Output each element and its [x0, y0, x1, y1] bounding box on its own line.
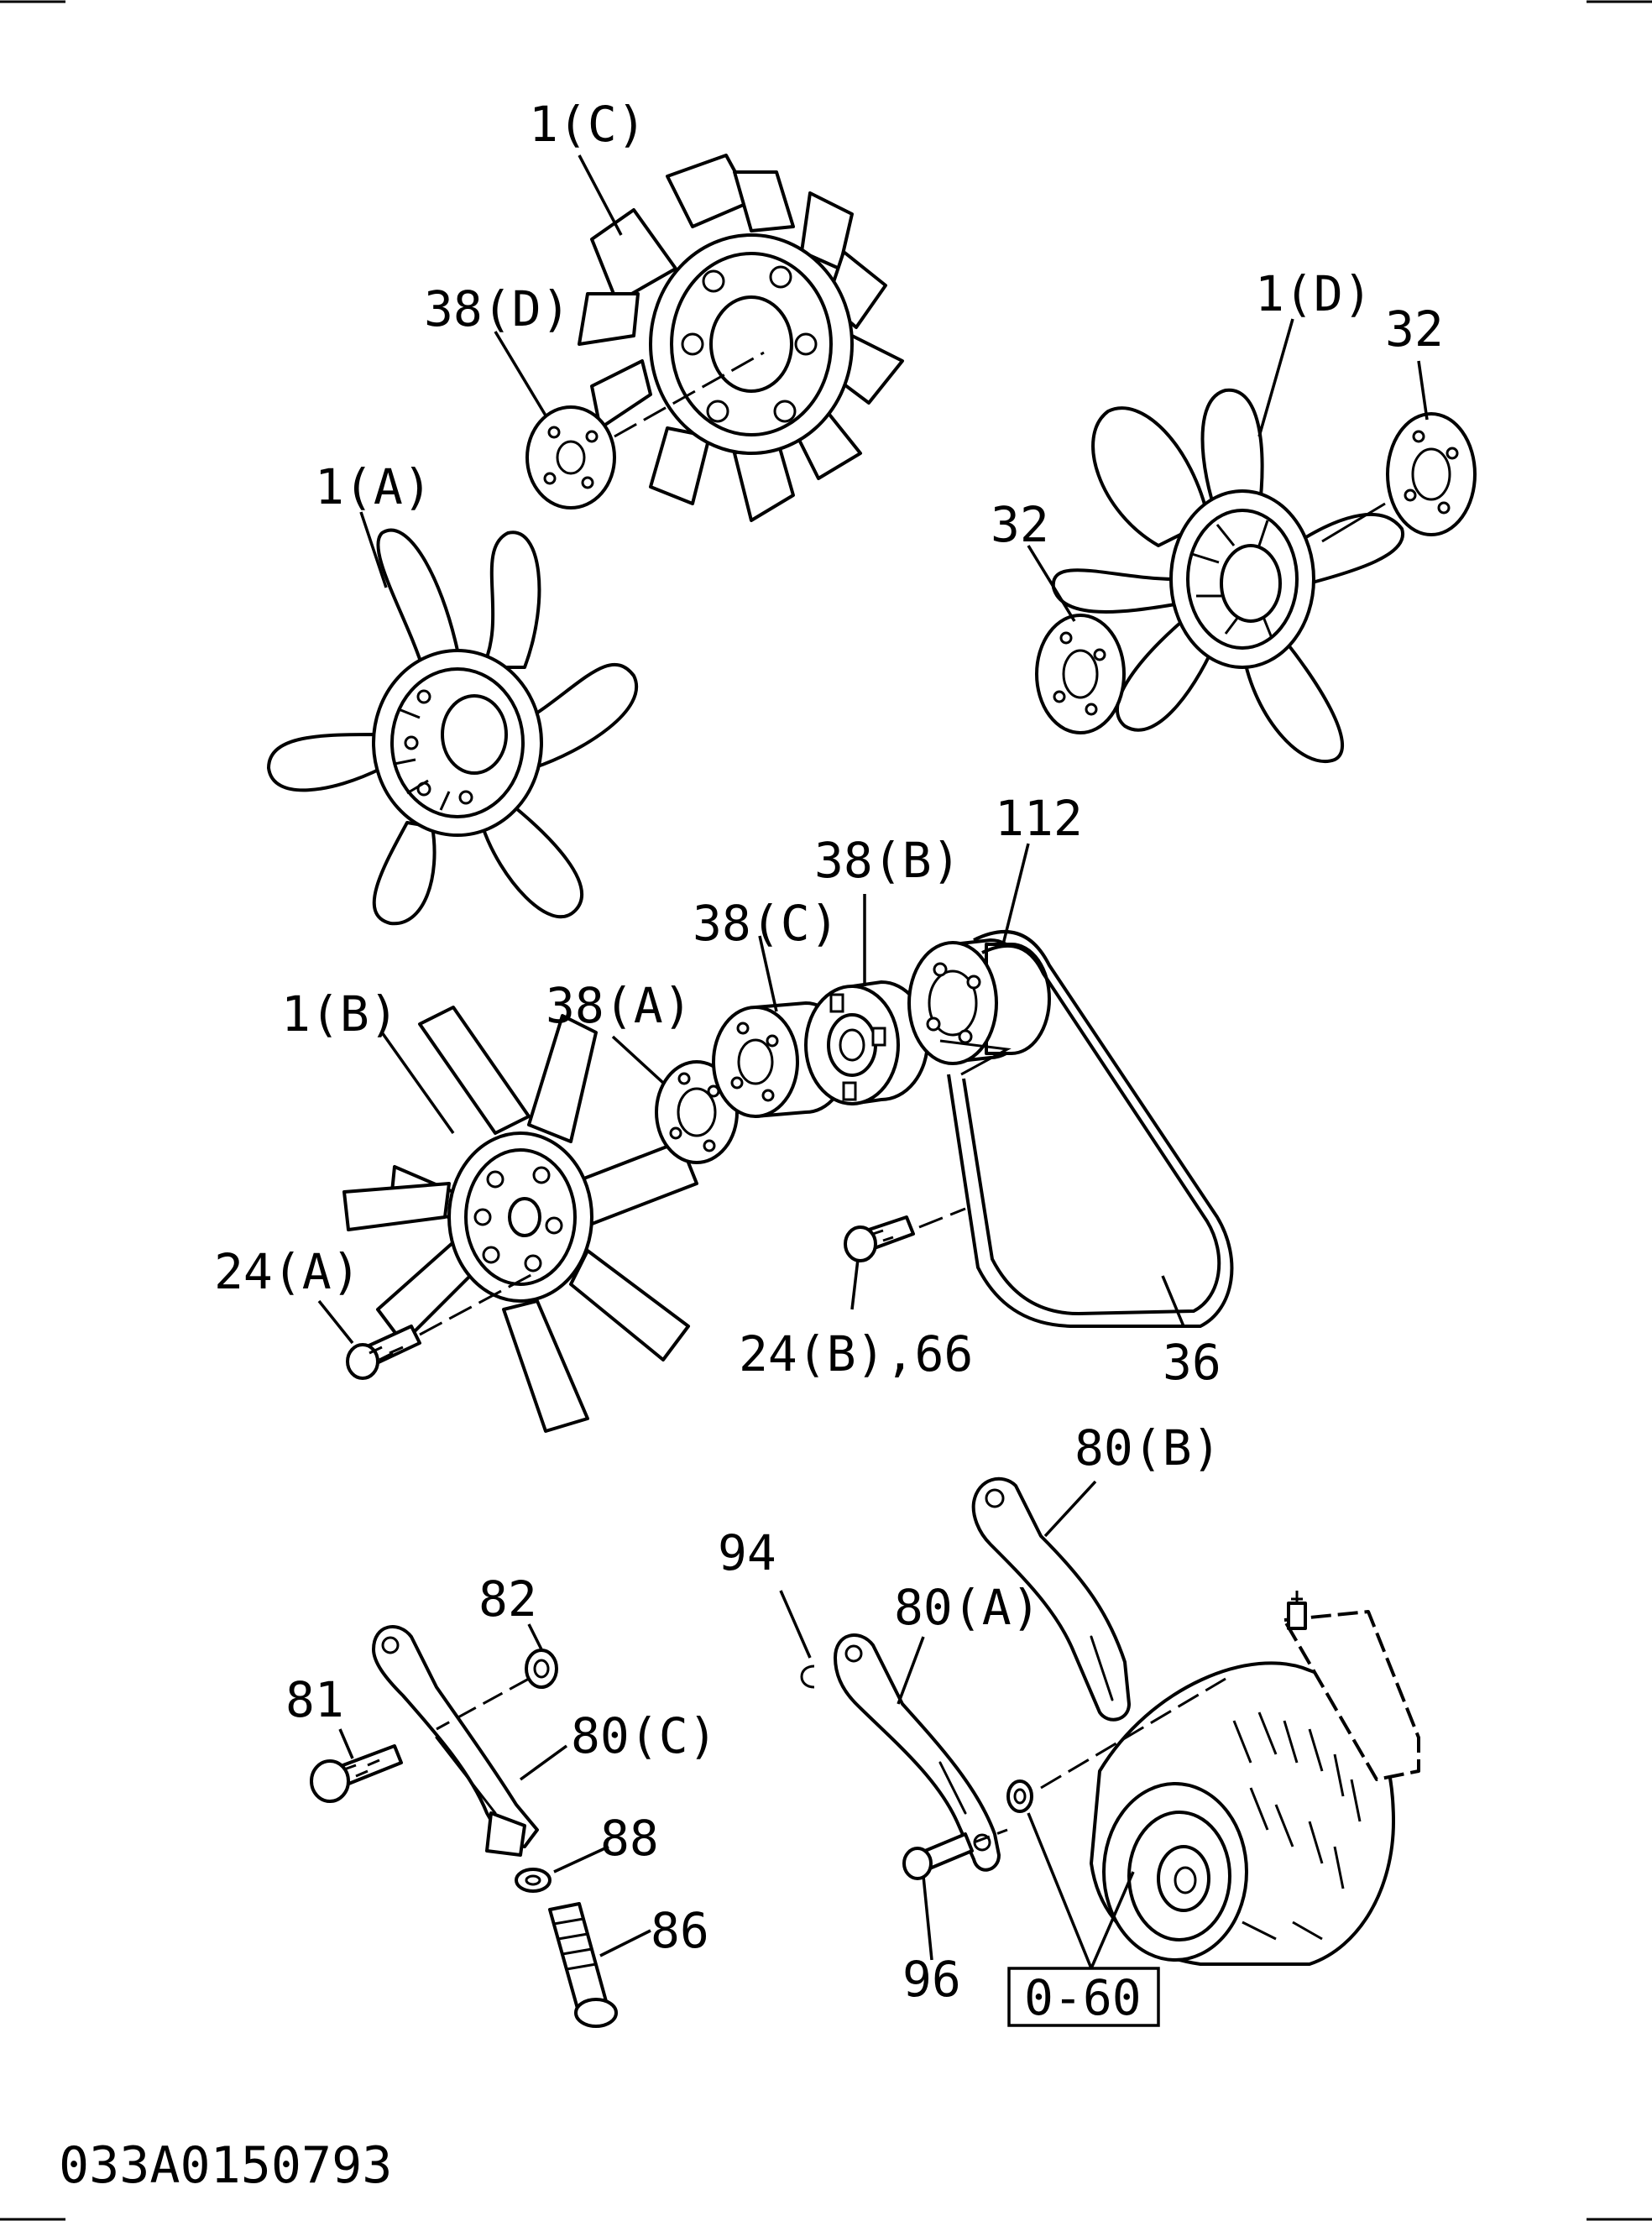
bolt-81-drawing: [310, 1744, 403, 1803]
bolt-24a-drawing: [346, 1270, 538, 1380]
callout-38a: 38(A): [546, 977, 693, 1034]
pulley-112-drawing: [907, 938, 1051, 1065]
fan-1d-drawing: [1051, 388, 1405, 763]
reference-box-label: 0-60: [1024, 1969, 1142, 2026]
callout-86: 86: [651, 1902, 709, 1959]
nut-82-drawing: [436, 1649, 558, 1731]
bracket-80c-drawing: [372, 1625, 539, 1857]
callout-88: 88: [600, 1810, 659, 1867]
callout-1b: 1(B): [281, 985, 399, 1043]
bolt-86-drawing: [548, 1902, 618, 2028]
reference-box: 0-60: [1007, 1967, 1160, 2027]
callout-38c: 38(C): [693, 895, 839, 952]
callout-38d: 38(D): [424, 280, 571, 337]
callout-80c: 80(C): [571, 1707, 718, 1764]
callout-80a: 80(A): [894, 1579, 1041, 1636]
callout-1d: 1(D): [1255, 265, 1372, 322]
callout-94: 94: [718, 1524, 776, 1581]
callout-24b-66: 24(B),66: [739, 1325, 973, 1382]
leader-lines: [317, 154, 1429, 1969]
bracket-80a-drawing: [834, 1633, 1001, 1872]
fan-1c-drawing: [578, 154, 904, 522]
alternator-drawing: [1040, 1591, 1420, 1966]
callout-38b: 38(B): [814, 832, 961, 889]
callout-96: 96: [902, 1951, 961, 2008]
washer-alternator-drawing: [1006, 1779, 1033, 1813]
callout-82: 82: [478, 1570, 537, 1628]
callout-24a: 24(A): [214, 1243, 361, 1300]
callout-112: 112: [995, 790, 1083, 847]
plate-32-mid-drawing: [1035, 614, 1126, 734]
callout-80b: 80(B): [1074, 1419, 1221, 1476]
drawing-code: 033A0150793: [59, 2136, 392, 2195]
callout-32-top: 32: [1385, 300, 1444, 358]
callout-labels: 1(C) 38(D) 1(D) 32 1(A) 32 112 38(B) 38(…: [214, 96, 1444, 2008]
fan-1b-drawing: [342, 1006, 698, 1433]
callout-1a: 1(A): [315, 458, 432, 515]
callout-32-mid: 32: [991, 496, 1049, 553]
bolt-24b-66-drawing: [844, 1207, 966, 1262]
bracket-80b-drawing: [971, 1476, 1131, 1722]
spacer-38d-drawing: [525, 351, 765, 510]
bolt-96-drawing: [902, 1828, 1008, 1880]
callout-1c: 1(C): [529, 96, 646, 153]
callout-81: 81: [285, 1671, 344, 1728]
washer-88-drawing: [515, 1868, 552, 1893]
belt-36-drawing: [939, 930, 1234, 1328]
clip-94-drawing: [800, 1664, 815, 1689]
fan-1a-drawing: [267, 528, 638, 926]
plate-32-top-drawing: [1321, 412, 1477, 543]
callout-36: 36: [1163, 1334, 1221, 1391]
